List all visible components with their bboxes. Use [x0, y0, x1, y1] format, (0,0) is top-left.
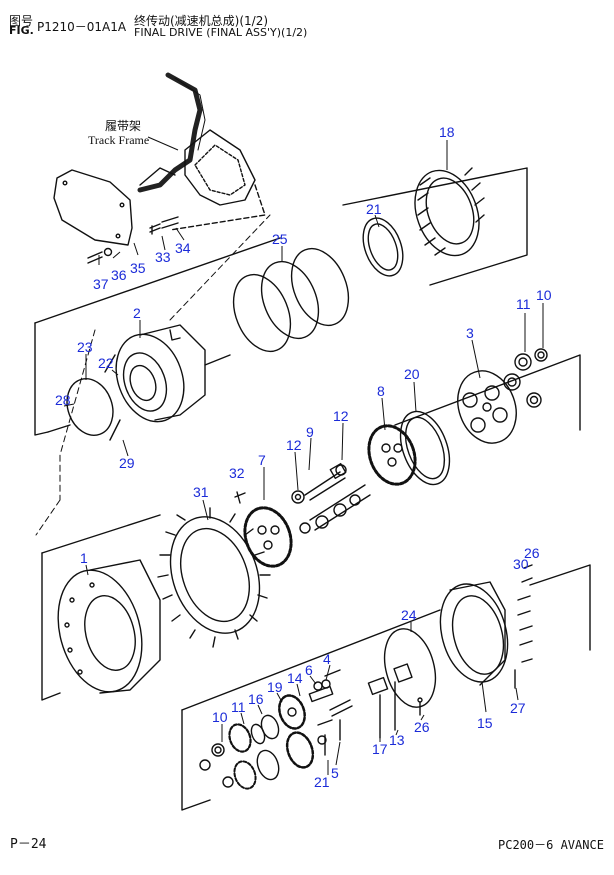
bolts-right	[514, 564, 533, 689]
shaft-17-13	[367, 663, 423, 739]
callout-label: 30	[513, 556, 529, 572]
lower-panel	[181, 564, 591, 811]
track-frame-label-en: Track Frame	[88, 133, 149, 147]
callout-label: 26	[414, 719, 430, 735]
fig-label-en: FIG.	[9, 24, 34, 37]
bolt-32	[234, 491, 246, 504]
planet-gear-7	[243, 506, 293, 568]
callout-label: 3	[466, 325, 474, 341]
fig-label-cn: 图号	[9, 14, 34, 28]
shaft-9	[291, 462, 347, 504]
callout-label: 11	[516, 296, 531, 312]
callout-label: 22	[98, 355, 114, 371]
fig-number: P1210－01A1A	[37, 20, 127, 34]
small-parts-4-6-14	[308, 669, 341, 703]
callout-label: 27	[510, 700, 526, 716]
callout-label: 35	[130, 260, 146, 276]
callout-label: 37	[93, 276, 109, 292]
callout-label: 9	[306, 424, 314, 440]
gear-lower-set	[222, 731, 315, 790]
guide-lines	[35, 214, 271, 536]
shaft-cluster	[299, 484, 371, 534]
bolt-group	[87, 216, 179, 264]
motor-housing-2	[104, 324, 231, 441]
callout-label: 17	[372, 741, 388, 757]
title-en: FINAL DRIVE (FINAL ASS'Y)(1/2)	[134, 26, 308, 39]
gear-8	[367, 424, 417, 486]
callout-label: 12	[333, 408, 349, 424]
track-frame-leader	[147, 136, 179, 151]
callout-label: 21	[366, 201, 382, 217]
title-cn: 终传动(减速机总成)(1/2)	[134, 14, 269, 28]
callout-label: 7	[258, 452, 266, 468]
model-name: PC200－6 AVANCE	[498, 838, 604, 852]
callout-numbers: 18 21 25 11 10 2 23 22 28 29 3 20 8 12 9…	[55, 124, 552, 790]
cover-plate-35	[53, 169, 133, 246]
gear-16	[260, 714, 280, 740]
callout-label: 16	[248, 691, 264, 707]
shaft-5	[317, 699, 353, 756]
ring-gear-20	[399, 410, 451, 486]
callout-label: 25	[272, 231, 288, 247]
cover-15	[439, 581, 509, 686]
callout-label: 8	[377, 383, 385, 399]
callout-leaders	[63, 140, 544, 775]
callout-label: 21	[314, 774, 330, 790]
bearing-10-lower	[199, 743, 225, 771]
sprocket-31	[157, 507, 271, 648]
callout-label: 20	[404, 366, 420, 382]
track-frame-label-cn: 履带架	[105, 119, 141, 133]
bearing-11-upper	[503, 348, 548, 408]
bearing-11-lower	[228, 723, 266, 753]
callout-label: 10	[536, 287, 552, 303]
callout-label: 11	[231, 699, 246, 715]
track-frame-bracket	[137, 72, 266, 231]
callout-label: 19	[267, 679, 283, 695]
callout-label: 5	[331, 765, 339, 781]
callout-label: 2	[133, 305, 141, 321]
callout-label: 12	[286, 437, 302, 453]
seal-ring-23	[66, 378, 114, 436]
callout-label: 4	[323, 651, 331, 667]
callout-label: 31	[193, 484, 209, 500]
callout-label: 14	[287, 670, 303, 686]
hub-1	[57, 559, 161, 694]
gasket-24	[383, 628, 437, 708]
middle-panel	[41, 354, 581, 701]
gear-19	[278, 694, 306, 730]
callout-label: 6	[305, 662, 313, 678]
callout-label: 10	[212, 709, 228, 725]
callout-label: 13	[389, 732, 405, 748]
callout-label: 15	[477, 715, 493, 731]
callout-label: 36	[111, 267, 127, 283]
callout-label: 28	[55, 392, 71, 408]
ring-21	[362, 217, 404, 277]
page-number: P－24	[10, 837, 47, 852]
callout-label: 29	[119, 455, 135, 471]
callout-label: 32	[229, 465, 245, 481]
upper-panel	[34, 167, 528, 436]
callout-label: 34	[175, 240, 191, 256]
callout-label: 24	[401, 607, 417, 623]
callout-label: 23	[77, 339, 93, 355]
callout-label: 26	[524, 545, 540, 561]
carrier-3	[457, 370, 517, 444]
callout-label: 1	[80, 550, 88, 566]
floating-seal-18	[414, 167, 485, 257]
callout-label: 33	[155, 249, 171, 265]
o-rings-25	[232, 247, 350, 353]
callout-label: 18	[439, 124, 455, 140]
